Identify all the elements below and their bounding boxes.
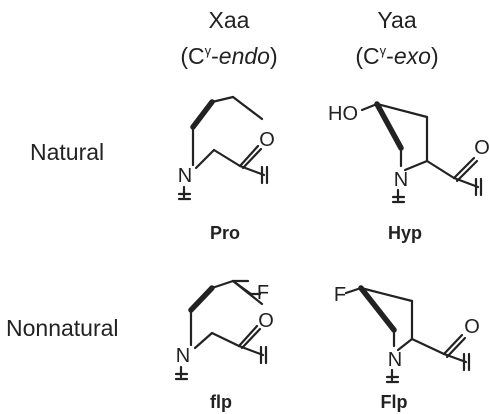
- atom-ho: HO: [328, 103, 358, 125]
- bond: [238, 144, 260, 168]
- bond: [359, 286, 414, 303]
- molecule-hyp: HO N O Hyp: [328, 101, 489, 243]
- bond: [452, 156, 476, 180]
- atom-n: N: [388, 349, 402, 371]
- bond: [452, 176, 480, 189]
- bond: [193, 331, 214, 350]
- bond: [442, 352, 468, 364]
- atom-n: N: [176, 345, 190, 367]
- atom-o: O: [474, 137, 489, 159]
- column-name-yaa: Yaa: [377, 7, 416, 33]
- bond: [210, 331, 241, 348]
- atom-n: N: [394, 169, 408, 191]
- bond: [240, 327, 262, 350]
- bond: [241, 147, 263, 170]
- bond: [238, 164, 266, 177]
- row-label-natural: Natural: [30, 139, 104, 165]
- bond: [344, 286, 363, 295]
- column-name-xaa: Xaa: [209, 7, 250, 33]
- atom-o: O: [258, 310, 274, 332]
- bond: [396, 337, 414, 352]
- bond-wedge: [374, 101, 404, 151]
- bond: [237, 324, 259, 348]
- bond: [194, 148, 216, 170]
- atom-o: O: [464, 316, 480, 338]
- column-header-xaa: Xaa (Cγ-endo): [180, 7, 277, 69]
- bond-wedge: [190, 99, 215, 130]
- column-conformation-yaa: (Cγ-exo): [355, 43, 438, 69]
- molecule-flp-upper: F N O Flp: [334, 284, 480, 412]
- column-conformation-xaa: (Cγ-endo): [180, 43, 277, 69]
- bond-wedge: [188, 285, 215, 313]
- atom-n: N: [178, 165, 192, 187]
- bond: [445, 336, 467, 359]
- molecule-flp-lower: F N O flp: [174, 279, 274, 412]
- atom-o: O: [259, 129, 275, 151]
- bond: [360, 102, 379, 112]
- bond: [403, 159, 429, 172]
- bond: [410, 337, 446, 356]
- bond-wedge: [358, 285, 397, 333]
- bond: [210, 95, 235, 104]
- bond: [425, 159, 456, 180]
- atom-f: F: [334, 284, 346, 306]
- molecule-name-flp-upper: Flp: [381, 392, 408, 412]
- molecule-name-flp-lower: flp: [210, 392, 232, 412]
- bond: [442, 333, 464, 356]
- molecule-name-hyp: Hyp: [388, 223, 422, 243]
- atom-f: F: [257, 282, 269, 304]
- column-header-yaa: Yaa (Cγ-exo): [355, 7, 438, 69]
- row-label-nonnatural: Nonnatural: [6, 315, 119, 341]
- bond: [231, 279, 253, 296]
- molecule-name-pro: Pro: [210, 223, 240, 243]
- bond: [237, 344, 265, 357]
- molecule-pro: N O Pro: [178, 95, 275, 243]
- bond: [210, 279, 235, 290]
- bond: [231, 95, 264, 121]
- bond: [455, 159, 479, 183]
- bond: [375, 102, 429, 119]
- bond: [212, 148, 242, 168]
